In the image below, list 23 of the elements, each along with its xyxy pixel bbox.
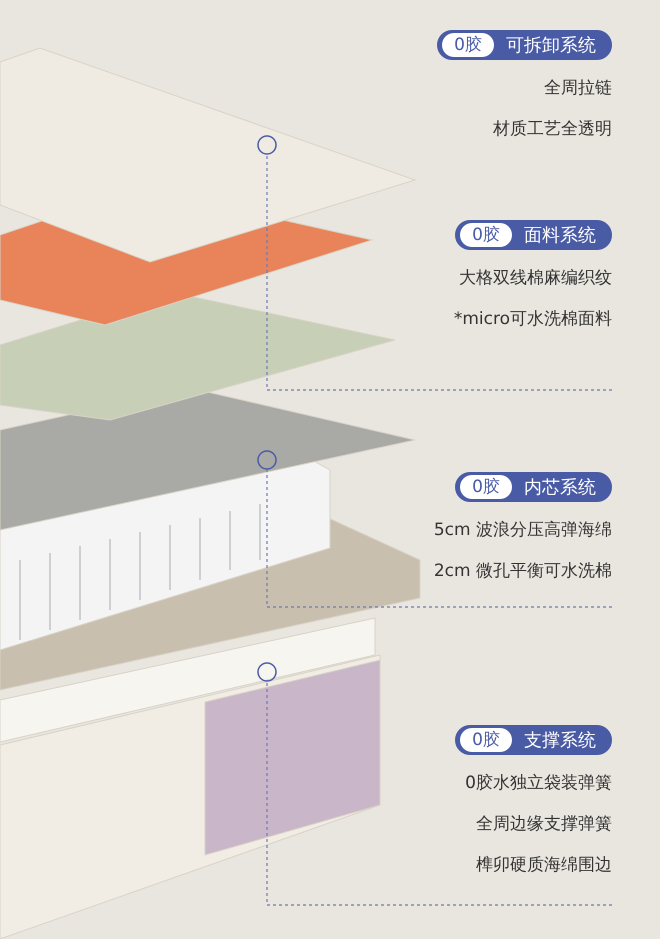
tag-label: 0胶 <box>460 223 512 247</box>
marker-circle <box>257 135 277 155</box>
feature-text: 榫卯硬质海绵围边 <box>476 854 612 877</box>
feature-text: *micro可水洗棉面料 <box>454 308 612 331</box>
feature-text: 全周边缘支撑弹簧 <box>476 813 612 836</box>
feature-text: 材质工艺全透明 <box>493 118 612 141</box>
leader-line <box>266 469 612 608</box>
feature-text: 0胶水独立袋装弹簧 <box>465 772 612 795</box>
leader-line <box>266 681 612 906</box>
feature-text: 大格双线棉麻编织纹 <box>459 267 612 290</box>
system-title: 支撑系统 <box>524 729 596 752</box>
feature-text: 5cm 波浪分压高弹海绵 <box>434 519 612 542</box>
marker-circle <box>257 662 277 682</box>
feature-text: 2cm 微孔平衡可水洗棉 <box>434 560 612 583</box>
tag-label: 0胶 <box>442 33 494 57</box>
tag-label: 0胶 <box>460 475 512 499</box>
leader-line <box>266 154 612 391</box>
tag-label: 0胶 <box>460 728 512 752</box>
marker-circle <box>257 450 277 470</box>
system-title: 内芯系统 <box>524 476 596 499</box>
system-title: 可拆卸系统 <box>506 34 596 57</box>
system-title: 面料系统 <box>524 224 596 247</box>
feature-text: 全周拉链 <box>544 77 612 100</box>
